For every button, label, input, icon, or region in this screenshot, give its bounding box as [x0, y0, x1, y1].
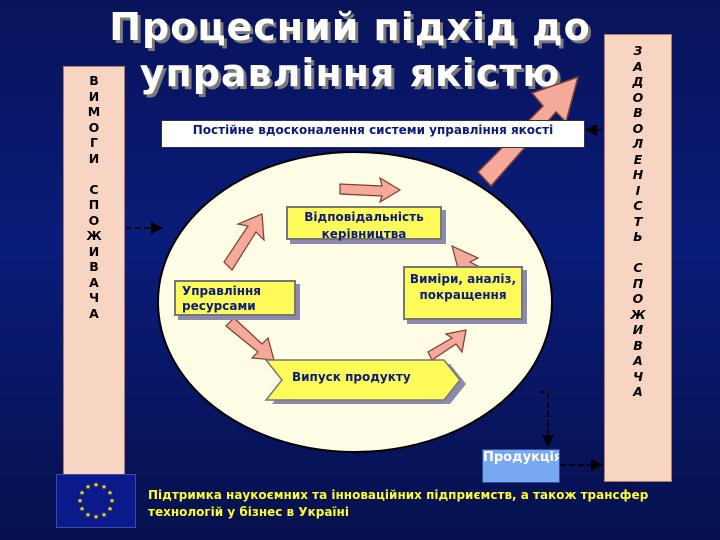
requirements-letter: В — [89, 73, 99, 88]
product-release-label: Випуск продукту — [292, 370, 411, 384]
svg-text:★: ★ — [79, 489, 85, 497]
svg-text:★: ★ — [93, 481, 99, 489]
satisfaction-letter: П — [632, 275, 644, 291]
requirements-letter: П — [88, 197, 100, 212]
svg-text:★: ★ — [107, 489, 113, 497]
satisfaction-letter: Ж — [630, 306, 646, 322]
requirements-letter: С — [89, 181, 99, 197]
satisfaction-letter: І — [635, 182, 641, 198]
requirements-letter: И — [88, 243, 100, 259]
requirements-letter: Ж — [86, 228, 102, 243]
requirements-letter: Ч — [88, 290, 100, 305]
cycle-arrow-lower-left — [225, 317, 275, 361]
output-arrow — [540, 391, 554, 447]
satisfaction-letter: С — [633, 198, 643, 213]
measurement-analysis-box: Виміри, аналіз, покращення — [403, 266, 523, 320]
svg-text:★: ★ — [109, 497, 115, 505]
footer-text: Підтримка наукоємних та інноваційних під… — [148, 488, 649, 519]
product-box: Продукція — [482, 449, 560, 483]
satisfaction-letter: Ч — [632, 368, 644, 384]
requirements-letter: А — [89, 274, 99, 290]
satisfaction-letter: Л — [632, 136, 644, 151]
svg-text:★: ★ — [93, 513, 99, 521]
satisfaction-letter: А — [633, 384, 643, 399]
satisfaction-letter: Т — [633, 213, 643, 229]
satisfaction-letter: О — [632, 89, 644, 105]
page-title: Процесний підхід до управління якістю — [70, 4, 630, 96]
satisfaction-letter: И — [632, 322, 644, 337]
release-arrow — [264, 359, 461, 401]
requirements-letter: О — [88, 119, 100, 135]
continuous-improvement-box: Постійне вдосконалення системи управлінн… — [161, 120, 585, 148]
svg-text:★: ★ — [101, 483, 107, 491]
requirements-letter: О — [88, 212, 100, 228]
satisfaction-letter: Н — [632, 167, 644, 182]
svg-text:★: ★ — [107, 505, 113, 513]
svg-text:★: ★ — [85, 511, 91, 519]
satisfaction-letter: О — [632, 120, 644, 136]
svg-text:★: ★ — [77, 497, 83, 505]
title-line-2: управління якістю — [139, 51, 561, 95]
title-line-1: Процесний підхід до — [109, 5, 591, 49]
requirements-letter: В — [89, 259, 99, 274]
requirements-letter: И — [88, 150, 100, 166]
satisfaction-letter: В — [633, 337, 643, 353]
svg-text:★: ★ — [85, 483, 91, 491]
requirements-letter: И — [88, 88, 100, 104]
satisfaction-letter: В — [633, 105, 643, 120]
satisfaction-letter: Д — [632, 74, 644, 89]
resource-management-box: Управління ресурсами — [174, 280, 296, 316]
satisfaction-letter — [605, 245, 671, 261]
satisfaction-letter: З — [633, 43, 643, 58]
svg-text:★: ★ — [79, 505, 85, 513]
requirements-letter — [64, 166, 124, 182]
satisfaction-letter: А — [633, 58, 643, 74]
satisfaction-letter: О — [632, 291, 644, 306]
requirements-letter: А — [89, 305, 99, 321]
requirements-letter: Г — [90, 135, 98, 150]
satisfaction-letter: Ь — [633, 229, 643, 244]
satisfaction-letter: С — [633, 260, 643, 275]
satisfaction-letter: Е — [633, 151, 643, 167]
management-responsibility-box: Відповідальність керівництва — [286, 206, 442, 241]
cycle-arrow-upper-left — [223, 213, 265, 271]
cycle-arrow-top — [339, 176, 402, 204]
requirements-letter: М — [87, 104, 101, 119]
svg-text:★: ★ — [101, 511, 107, 519]
cycle-arrow-lower-right — [427, 329, 467, 361]
eu-stars-icon: ★★★ ★★★ ★★★ ★★★ — [77, 481, 115, 521]
satisfaction-letter: А — [633, 353, 643, 368]
eu-flag: ★★★ ★★★ ★★★ ★★★ — [56, 474, 136, 528]
